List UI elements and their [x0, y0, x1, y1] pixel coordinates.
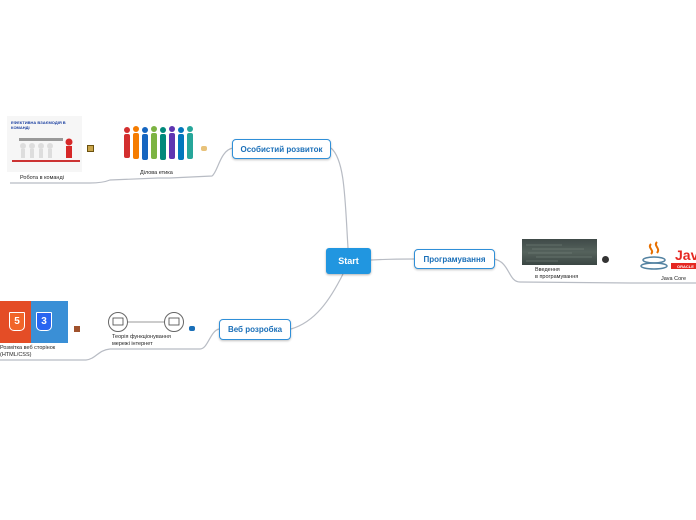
css3-shield-icon: 3 [36, 312, 52, 331]
edge-network-markup [0, 348, 111, 361]
html-css-image[interactable]: 5 3 [0, 301, 68, 343]
intro-image[interactable] [522, 239, 597, 265]
java-caption: Java Core [661, 276, 687, 282]
branch-web-development[interactable]: Веб розробка [219, 319, 291, 340]
ethics-caption: Ділова етика [140, 170, 173, 176]
edge-ethics-teamwork [10, 177, 159, 184]
intro-code-texture [526, 244, 592, 262]
branch-personal-label: Особистий розвиток [240, 144, 323, 154]
ethics-people-illustration [124, 126, 193, 160]
notes-icon[interactable] [87, 145, 94, 152]
edge-personal-ethics [158, 147, 234, 179]
blocks-icon[interactable] [74, 326, 80, 332]
network-caption-line2: мережі інтернет [112, 341, 153, 347]
handshake-icon[interactable] [201, 146, 207, 151]
network-image[interactable] [108, 311, 185, 334]
root-label: Start [338, 256, 359, 266]
markup-caption-line1: Розмітка веб сторінок [0, 345, 56, 351]
ethics-image[interactable] [121, 121, 197, 168]
edge-programming-intro [493, 258, 631, 284]
intro-caption-line1: Введення [535, 267, 560, 273]
markup-caption-line2: (HTML/CSS) [0, 352, 32, 358]
teamwork-image-title: ЕФЕКТИВНА ВЗАЄМОДІЯ В КОМАНДІ [11, 120, 66, 130]
network-caption-line1: Теорія функціонування [112, 334, 171, 340]
edge-start-web [290, 273, 344, 330]
branch-programming-label: Програмування [423, 254, 486, 264]
edge-web-network [110, 328, 220, 350]
network-laptops-illustration [108, 312, 184, 332]
branch-personal-development[interactable]: Особистий розвиток [232, 139, 331, 159]
java-logo-image[interactable]: Java ORACLE [637, 236, 696, 274]
root-node-start[interactable]: Start [326, 248, 371, 274]
branch-programming[interactable]: Програмування [414, 249, 495, 269]
chat-bubble-icon[interactable] [189, 326, 195, 331]
intro-caption-line2: в програмування [535, 274, 579, 280]
edge-start-personal [330, 147, 349, 249]
css3-badge-text: 3 [41, 316, 47, 327]
teamwork-caption: Робота в команді [20, 175, 64, 181]
oracle-logo-text: ORACLE [677, 264, 694, 269]
branch-web-label: Веб розробка [227, 325, 283, 334]
html5-badge-text: 5 [14, 316, 20, 327]
java-cup-icon [640, 241, 696, 270]
globe-icon[interactable] [602, 256, 609, 263]
edge-start-programming [370, 258, 415, 261]
html5-shield-icon: 5 [9, 312, 25, 331]
teamwork-image[interactable]: ЕФЕКТИВНА ВЗАЄМОДІЯ В КОМАНДІ [7, 116, 82, 172]
java-logo-text: Java [675, 247, 696, 263]
teamwork-figures [12, 138, 80, 162]
